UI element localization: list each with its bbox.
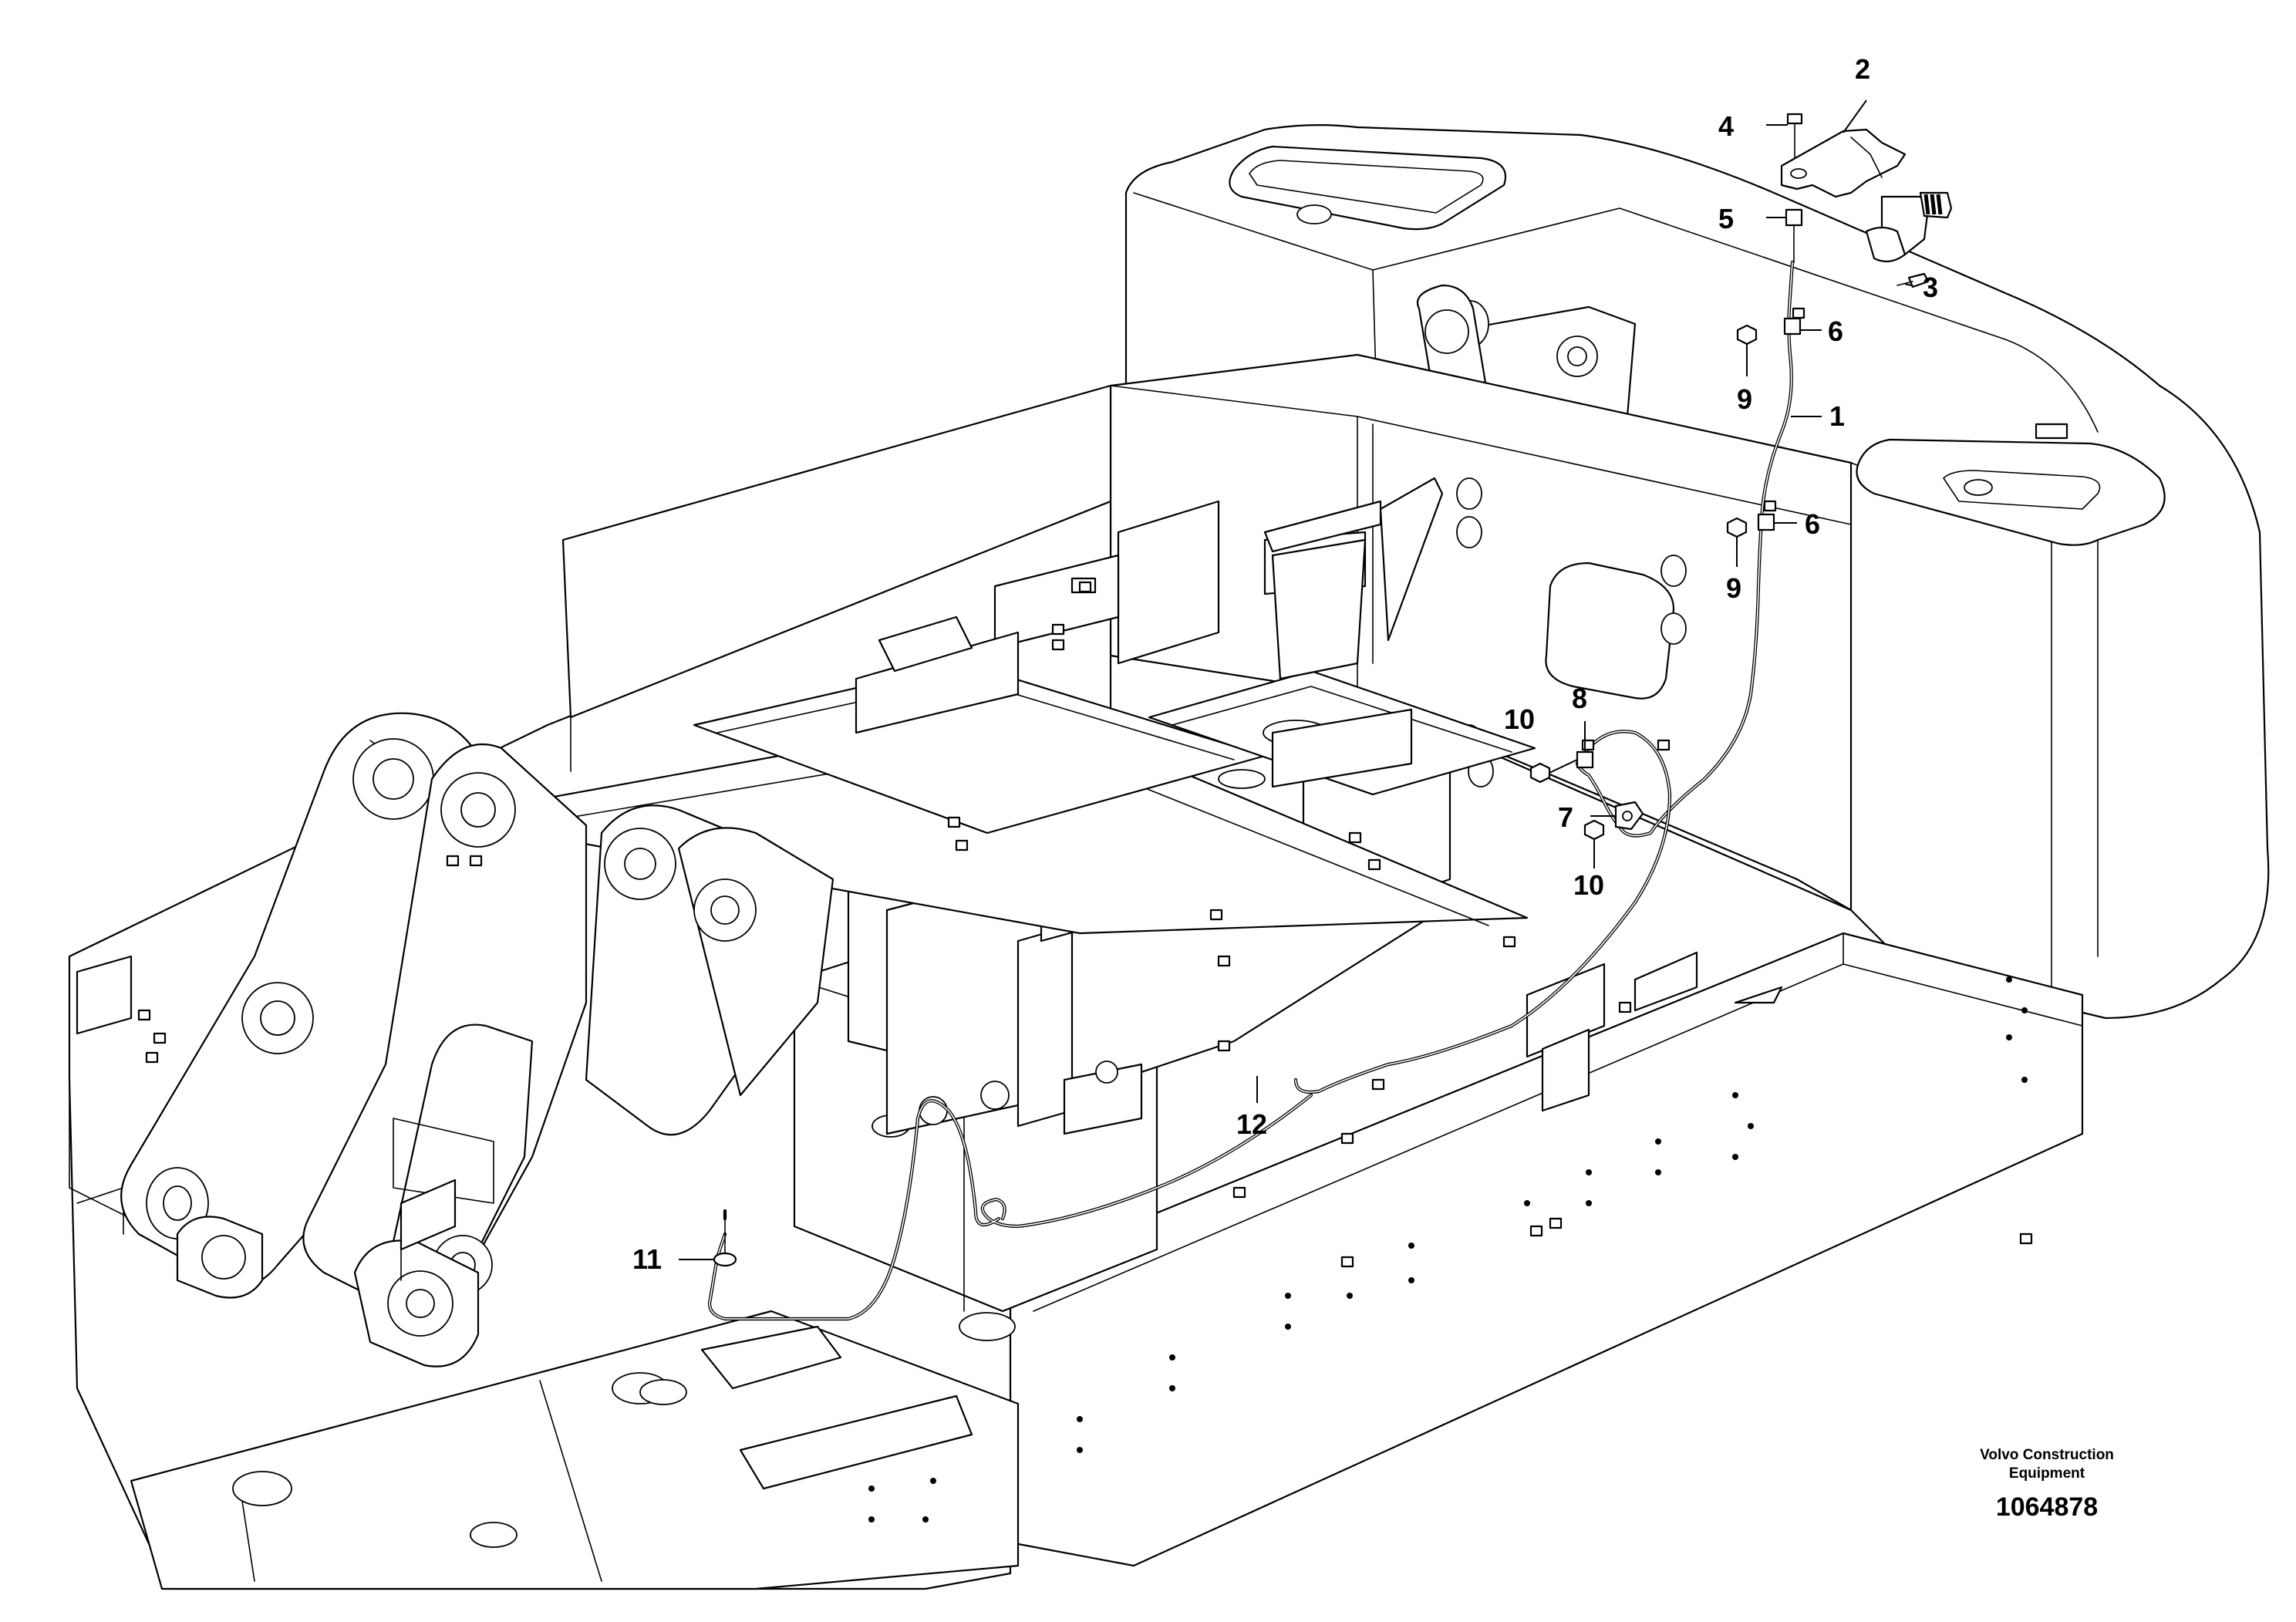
callout-9-upper: 9 (1737, 383, 1752, 415)
part-6-clip-upper (1783, 307, 1805, 336)
callout-9-lower: 9 (1726, 572, 1741, 604)
callout-6-lower: 6 (1805, 508, 1820, 540)
part-10-nut-upper (1529, 762, 1551, 784)
part-3-screw (1896, 272, 1930, 288)
callout-4: 4 (1718, 110, 1734, 142)
part-4-bolt (1786, 113, 1803, 159)
callout-7: 7 (1558, 801, 1573, 833)
part-9-nut-lower (1726, 517, 1748, 538)
callout-12: 12 (1236, 1108, 1267, 1140)
mid-structure (855, 500, 1382, 734)
callout-6-upper: 6 (1828, 315, 1843, 347)
bolt-heads (137, 581, 2033, 1268)
document-number: 1064878 (1996, 1492, 2098, 1522)
work-lamp (1865, 191, 1953, 263)
wiring-harness (707, 113, 1953, 1321)
part-2-lamp-bracket (1780, 128, 1907, 198)
callout-10-upper: 10 (1504, 703, 1535, 735)
callout-8: 8 (1572, 683, 1587, 714)
credit-line-2: Equipment (2009, 1465, 2085, 1482)
part-5-spacer (1785, 208, 1803, 263)
callout-5: 5 (1718, 203, 1734, 234)
callout-labels: 2 4 5 3 6 9 1 6 9 8 10 7 10 11 12 (632, 53, 1938, 1275)
credit-block: Volvo Construction Equipment 1064878 (1980, 1447, 2114, 1522)
upper-rails (438, 662, 1536, 935)
leader-lines (679, 99, 1912, 1260)
machine-frame-drawing (68, 124, 2270, 1590)
rivet-dots (868, 976, 2028, 1523)
callout-1: 1 (1829, 400, 1845, 432)
part-7-connector (1614, 801, 1644, 831)
callout-2: 2 (1855, 53, 1870, 85)
callout-10-lower: 10 (1573, 869, 1604, 901)
side-plate (1009, 932, 2084, 1567)
part-10-nut-lower (1583, 819, 1605, 841)
part-9-nut-upper (1736, 324, 1758, 346)
credit-line-1: Volvo Construction (1980, 1447, 2114, 1463)
callout-11: 11 (632, 1243, 662, 1275)
callout-3: 3 (1923, 271, 1938, 303)
part-6-clip-lower (1757, 500, 1777, 531)
